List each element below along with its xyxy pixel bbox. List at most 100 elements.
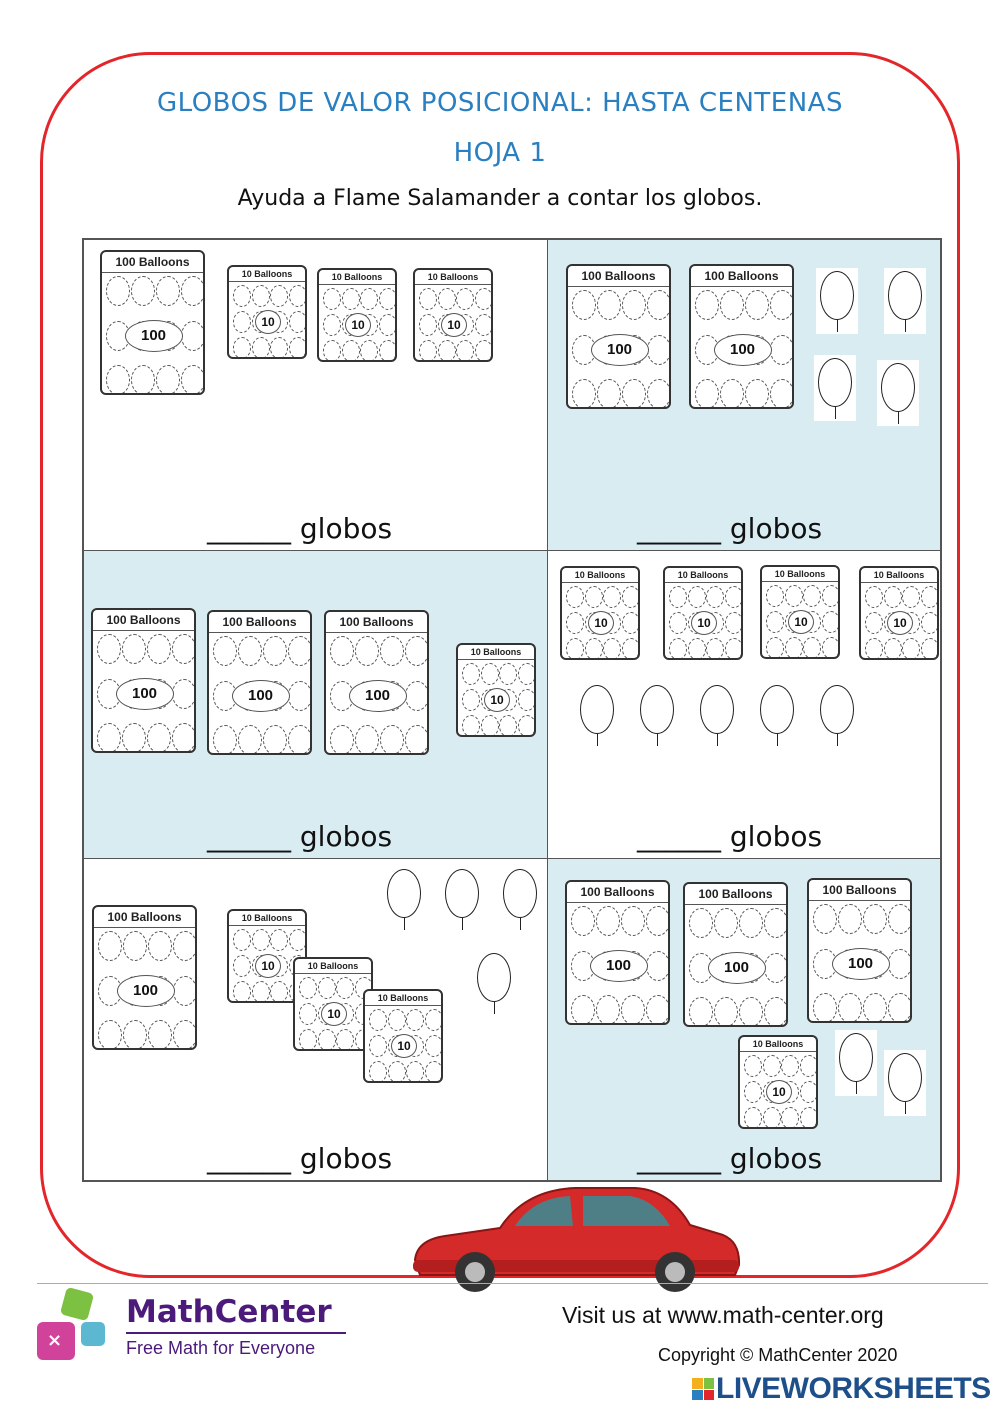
small-balloon-icon	[863, 993, 887, 1021]
single-balloon-icon	[877, 360, 919, 426]
small-balloon-icon	[714, 997, 738, 1025]
balloon-body	[820, 685, 854, 734]
small-balloon-icon	[360, 340, 379, 360]
small-balloon-icon	[744, 1081, 762, 1103]
small-balloon-icon	[270, 981, 289, 1001]
card-value-label: 10	[391, 1034, 417, 1058]
small-balloon-icon	[355, 725, 379, 753]
small-balloon-icon	[288, 680, 310, 711]
balloon-body	[580, 685, 614, 734]
card-value-label: 10	[441, 313, 467, 337]
single-balloon-icon	[696, 682, 738, 748]
small-balloon-icon	[289, 285, 305, 307]
small-balloon-icon	[744, 1107, 762, 1127]
small-balloon-icon	[289, 311, 305, 333]
card-header: 10 Balloons	[458, 645, 534, 660]
small-balloon-icon	[622, 638, 638, 658]
small-balloon-icon	[689, 997, 713, 1025]
card-value-label: 100	[124, 319, 183, 352]
balloon-string	[717, 734, 718, 746]
small-balloon-icon	[173, 931, 195, 961]
small-balloon-icon	[584, 586, 603, 608]
single-balloon-icon	[636, 682, 678, 748]
footer-divider	[37, 1283, 988, 1284]
small-balloon-icon	[822, 611, 838, 633]
small-balloon-icon	[238, 725, 262, 753]
small-balloon-icon	[695, 379, 719, 407]
small-balloon-icon	[238, 636, 262, 666]
small-balloon-icon	[233, 285, 251, 307]
small-balloon-icon	[902, 586, 921, 608]
card-header: 100 Balloons	[567, 882, 668, 903]
card-header: 100 Balloons	[691, 266, 792, 287]
answer-blank-1[interactable]: ______ globos	[207, 512, 393, 545]
small-balloon-icon	[603, 638, 622, 658]
small-balloon-icon	[456, 288, 475, 310]
ten-balloons-card: 10 Balloons 10	[456, 643, 536, 737]
balloon-cluster: 10	[458, 660, 534, 735]
small-balloon-icon	[571, 995, 595, 1023]
small-balloon-icon	[181, 320, 203, 351]
single-balloon-icon	[884, 268, 926, 334]
small-balloon-icon	[762, 1055, 781, 1077]
small-balloon-icon	[647, 379, 669, 407]
small-balloon-icon	[379, 340, 395, 360]
small-balloon-icon	[405, 636, 427, 666]
small-balloon-icon	[419, 340, 437, 360]
small-balloon-icon	[323, 288, 341, 310]
small-balloon-icon	[330, 636, 354, 666]
small-balloon-icon	[621, 906, 645, 936]
small-balloon-icon	[669, 612, 687, 634]
answer-blank-5[interactable]: ______ globos	[207, 1142, 393, 1175]
balloon-string	[837, 734, 838, 746]
card-value-label: 10	[484, 688, 510, 712]
small-balloon-icon	[766, 585, 784, 607]
small-balloon-icon	[596, 995, 620, 1023]
small-balloon-icon	[725, 612, 741, 634]
answer-blank-3[interactable]: ______ globos	[207, 820, 393, 853]
small-balloon-icon	[131, 276, 155, 306]
small-balloon-icon	[883, 638, 902, 658]
small-balloon-icon	[800, 1107, 816, 1127]
small-balloon-icon	[766, 611, 784, 633]
answer-blank-6[interactable]: ______ globos	[637, 1142, 823, 1175]
single-balloon-icon	[884, 1050, 926, 1116]
small-balloon-icon	[251, 981, 270, 1001]
small-balloon-icon	[584, 638, 603, 658]
small-balloon-icon	[379, 314, 395, 336]
single-balloon-icon	[756, 682, 798, 748]
small-balloon-icon	[921, 586, 937, 608]
small-balloon-icon	[233, 929, 251, 951]
small-balloon-icon	[299, 977, 317, 999]
balloon-body	[888, 271, 922, 320]
small-balloon-icon	[745, 290, 769, 320]
small-balloon-icon	[299, 1029, 317, 1049]
card-header: 100 Balloons	[209, 612, 310, 633]
small-balloon-icon	[518, 689, 534, 711]
answer-blank-2[interactable]: ______ globos	[637, 512, 823, 545]
small-balloon-icon	[106, 365, 130, 393]
card-header: 100 Balloons	[685, 884, 786, 905]
small-balloon-icon	[405, 680, 427, 711]
small-balloon-icon	[387, 1061, 406, 1081]
logo-slogan: Free Math for Everyone	[126, 1338, 316, 1358]
red-car-illustration	[413, 1187, 741, 1292]
answer-blank-4[interactable]: ______ globos	[637, 820, 823, 853]
small-balloon-icon	[822, 585, 838, 607]
small-balloon-icon	[419, 314, 437, 336]
balloon-cluster: 100	[102, 273, 203, 393]
small-balloon-icon	[156, 276, 180, 306]
balloon-cluster: 100	[326, 633, 427, 753]
balloon-body	[700, 685, 734, 734]
dice-logo-icon: ×	[37, 1288, 105, 1360]
visit-link[interactable]: Visit us at www.math-center.org	[562, 1302, 884, 1328]
small-balloon-icon	[369, 1009, 387, 1031]
small-balloon-icon	[341, 288, 360, 310]
small-balloon-icon	[695, 290, 719, 320]
small-balloon-icon	[425, 1035, 441, 1057]
